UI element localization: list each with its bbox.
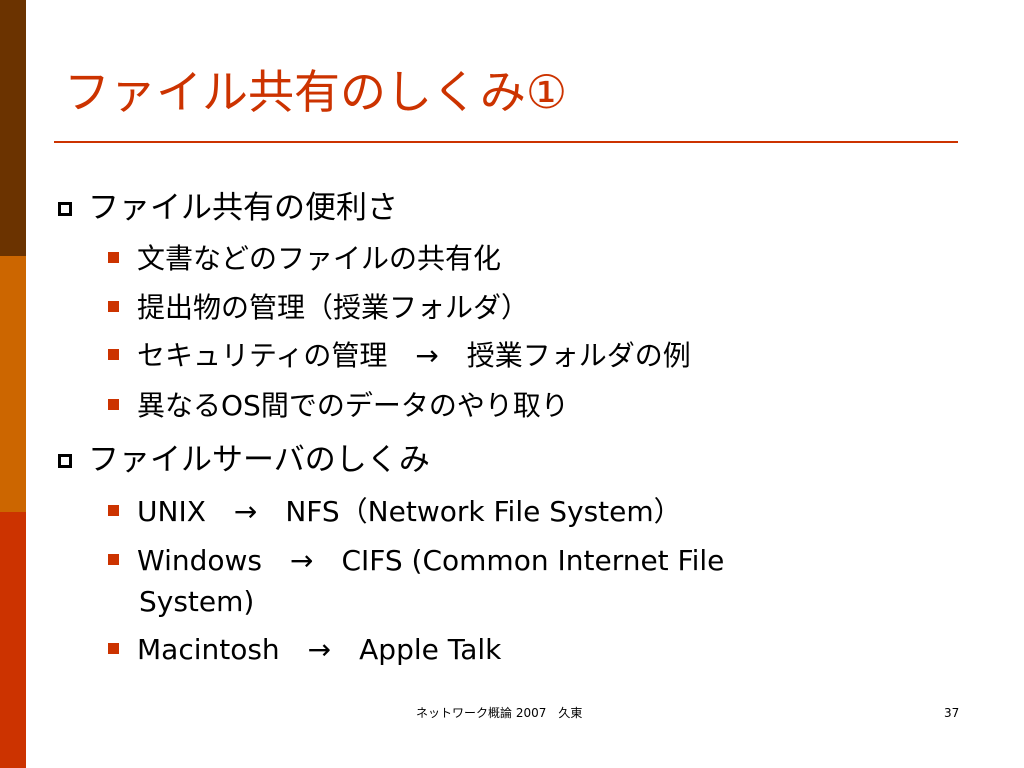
list-item: セキュリティの管理 → 授業フォルダの例 — [108, 336, 691, 376]
page-number: 37 — [944, 706, 960, 720]
list-item: 提出物の管理（授業フォルダ） — [108, 288, 529, 328]
square-bullet-icon — [108, 505, 119, 516]
square-bullet-icon — [108, 399, 119, 410]
slide-title: ファイル共有のしくみ① — [64, 65, 568, 119]
list-item-text: Macintosh → Apple Talk — [137, 633, 502, 666]
list-item: 文書などのファイルの共有化 — [108, 239, 501, 279]
list-item-continuation: System) — [139, 585, 255, 618]
list-item: Windows → CIFS (Common Internet File — [108, 541, 724, 581]
square-bullet-icon — [108, 643, 119, 654]
list-item: 異なるOS間でのデータのやり取り — [108, 386, 569, 426]
list-item: Macintosh → Apple Talk — [108, 630, 501, 670]
accent-bar-bottom — [0, 512, 26, 768]
list-item-text: Windows → CIFS (Common Internet File — [137, 544, 725, 577]
section-heading: ファイルサーバのしくみ — [58, 438, 430, 482]
list-item-text: UNIX → NFS（Network File System） — [137, 495, 682, 528]
accent-bar-middle — [0, 256, 26, 512]
hollow-square-bullet-icon — [58, 454, 72, 468]
section-heading-text: ファイル共有の便利さ — [88, 190, 398, 226]
list-item-text: 文書などのファイルの共有化 — [137, 242, 502, 275]
footer-text: ネットワーク概論 2007 久東 — [416, 706, 583, 720]
square-bullet-icon — [108, 349, 119, 360]
list-item-text: 提出物の管理（授業フォルダ） — [137, 291, 530, 324]
section-heading: ファイル共有の便利さ — [58, 186, 398, 230]
list-item: UNIX → NFS（Network File System） — [108, 492, 682, 532]
hollow-square-bullet-icon — [58, 202, 72, 216]
square-bullet-icon — [108, 301, 119, 312]
list-item-text: 異なるOS間でのデータのやり取り — [137, 389, 569, 422]
title-underline — [54, 141, 958, 143]
square-bullet-icon — [108, 252, 119, 263]
square-bullet-icon — [108, 554, 119, 565]
list-item-text: セキュリティの管理 → 授業フォルダの例 — [137, 339, 691, 372]
accent-bar-top — [0, 0, 26, 256]
section-heading-text: ファイルサーバのしくみ — [88, 442, 430, 478]
